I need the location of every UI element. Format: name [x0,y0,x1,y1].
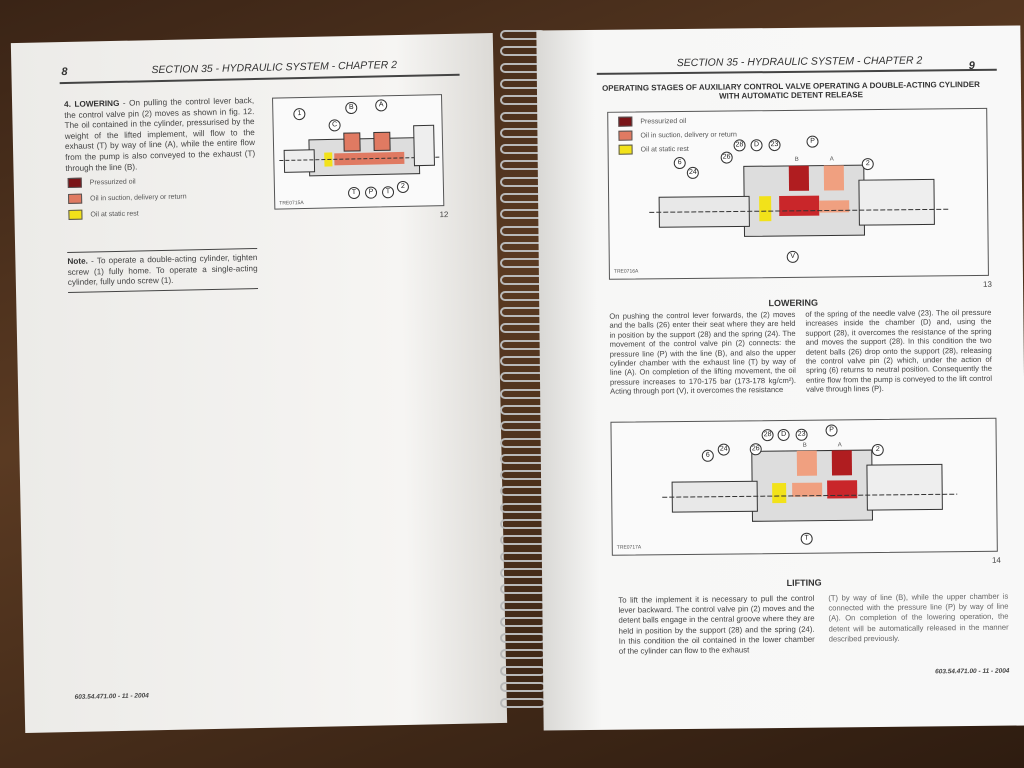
lifting-col1: To lift the implement it is necessary to… [618,593,815,656]
right-page: SECTION 35 - HYDRAULIC SYSTEM - CHAPTER … [536,25,1024,731]
lowering-col2: of the spring of the needle valve (23). … [805,307,993,394]
binding-coil [500,421,546,432]
note-rule [68,287,259,293]
callout: D [750,139,763,152]
valve-diagram [649,164,950,237]
callout: 28 [733,139,746,152]
callout: 23 [768,139,781,152]
valve-diagram [279,124,440,177]
binding-coil [500,437,546,448]
header-rule [596,68,997,75]
callout: 6 [673,156,686,170]
section-title: OPERATING STAGES OF AUXILIARY CONTROL VA… [602,79,980,101]
legend-label: Oil at static rest [90,209,139,218]
callout: P [825,424,838,437]
suction-swatch [67,193,83,204]
lowering-col1: On pushing the control lever forwards, t… [609,309,797,397]
callout: 2 [861,158,874,171]
binding-coil [500,567,546,578]
figure-number: 12 [439,209,449,220]
legend-item: Oil in suction, delivery or return [67,191,187,204]
binding-coil [500,698,546,709]
figure-code: TRE0716A [613,268,639,275]
port-label: B [802,442,807,449]
page-header: SECTION 35 - HYDRAULIC SYSTEM - CHAPTER … [676,54,923,70]
figure-13-diagram: Pressurized oil Oil in suction, delivery… [607,107,989,280]
binding-coil [500,649,546,660]
binding-coil [500,633,546,644]
lowering-paragraph: 4. LOWERING - On pulling the control lev… [64,96,256,174]
static-swatch [68,209,83,220]
callout: 24 [686,166,699,179]
binding-coil [500,470,546,481]
binding-coil [500,502,546,513]
callout: 28 [761,429,774,442]
lifting-col2: (T) by way of line (B), while the upper … [828,591,1009,644]
binding-coil [500,519,546,529]
figure-14-diagram: 6 24 26 28 D 23 P 2 T B A TRE0717A [610,417,998,556]
note-label: Note. [67,256,88,266]
legend-item: Oil at static rest [68,208,139,220]
legend-item: Pressurized oil [67,177,136,188]
callout: T [800,532,813,545]
note-text: - To operate a double-acting cylinder, t… [67,253,258,288]
callout: D [777,428,790,442]
binding-coil [500,404,546,415]
lowering-heading: 4. LOWERING [64,98,120,110]
port-label: B [794,156,799,163]
page-footer: 603.54.471.00 - 11 - 2004 [935,667,1010,676]
binding-coil [500,682,546,692]
callout: 26 [749,443,762,456]
figure-12-diagram: 1 C B A T P T 2 TRE0715A [272,94,445,210]
page-header: SECTION 35 - HYDRAULIC SYSTEM - CHAPTER … [151,59,398,77]
binding-coil [500,453,546,464]
binding-coil [500,551,546,562]
binding-coil [500,535,546,546]
callout: 2 [871,443,884,457]
binding-coil [500,388,546,399]
binding-coil [500,486,546,497]
legend-label: Pressurized oil [89,178,136,186]
note-rule [67,248,258,253]
binding-coil [500,665,546,676]
callout: 23 [795,428,808,441]
binding-coil [500,616,546,627]
binding-coil [500,600,546,611]
page-footer: 603.54.471.00 - 11 - 2004 [74,692,149,701]
left-page: 8 SECTION 35 - HYDRAULIC SYSTEM - CHAPTE… [10,33,508,733]
valve-diagram [662,449,958,522]
callout: V [786,250,799,263]
figure-code: TRE0715A [279,200,304,207]
callout: 24 [717,443,730,456]
note-paragraph: Note. - To operate a double-acting cylin… [67,253,258,289]
callout: 6 [701,449,714,462]
binding-coil [500,584,546,595]
header-rule [59,73,460,84]
figure-number: 13 [982,279,992,289]
callout: P [806,135,819,148]
page-number: 8 [61,65,68,79]
port-label: A [829,156,834,163]
callout: 26 [720,151,733,164]
figure-code: TRE0717A [616,544,642,551]
pressurized-swatch [67,177,82,188]
port-label: A [837,442,842,449]
figure-number: 14 [991,555,1001,565]
lifting-heading: LIFTING [786,577,822,588]
legend-label: Oil in suction, delivery or return [90,192,187,202]
